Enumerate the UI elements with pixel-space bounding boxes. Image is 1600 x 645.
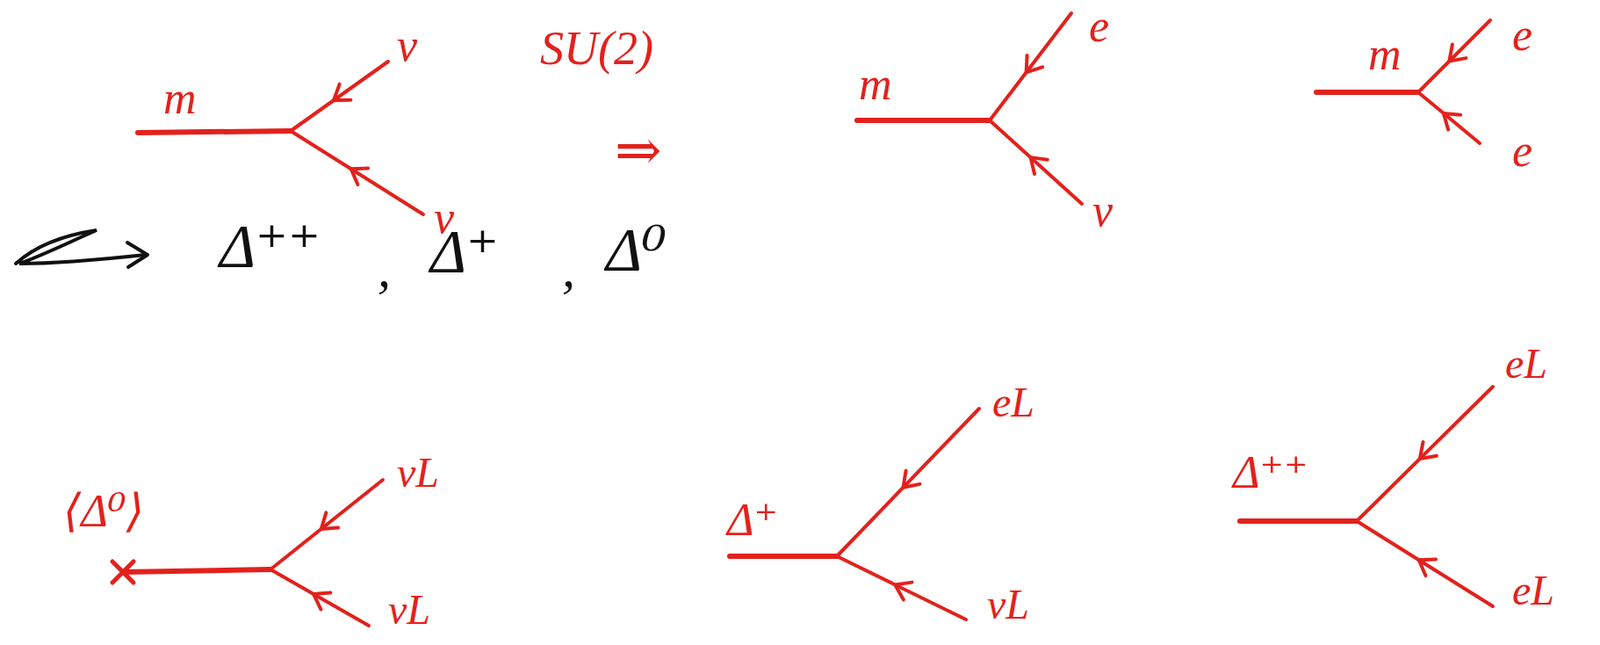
math-label: m: [163, 75, 197, 122]
math-label: e: [1512, 128, 1533, 174]
fermion-line: [989, 13, 1072, 121]
fermion-line: [836, 555, 966, 620]
math-label: eL: [992, 381, 1035, 424]
math-label: m: [1368, 31, 1402, 78]
math-label: Δ⁺: [727, 497, 779, 543]
fermion-line: [1418, 92, 1480, 144]
fermion-arrowhead: [894, 582, 912, 600]
implies-arrowhead: [127, 242, 148, 267]
math-label: e: [1088, 3, 1110, 50]
fermion-arrowhead: [333, 84, 351, 101]
fermion-arrowhead: [351, 167, 368, 185]
scalar-line: [857, 117, 990, 123]
vev-cross: [112, 561, 134, 583]
fermion-arrowhead: [1419, 558, 1436, 576]
math-label: ν: [1092, 187, 1113, 234]
scalar-line: [1239, 518, 1357, 524]
math-label: ,: [377, 242, 391, 296]
fermion-arrowhead: [1443, 113, 1461, 130]
math-label: νL: [987, 583, 1030, 626]
math-label: ,: [562, 242, 576, 296]
math-label: SU(2): [540, 24, 654, 73]
math-label: Δ⁺: [430, 221, 499, 283]
fermion-line: [270, 569, 369, 626]
fermion-arrowhead: [902, 470, 920, 488]
scalar-line: [137, 130, 291, 133]
fermion-line: [989, 120, 1082, 204]
implies-arrow: [15, 230, 145, 264]
math-label: Δ⁺⁺: [219, 216, 321, 278]
math-label: ν: [396, 22, 418, 69]
fermion-line: [1418, 20, 1491, 93]
fermion-arrowhead: [1030, 157, 1048, 174]
math-label: m: [858, 61, 893, 108]
math-label: eL: [1505, 342, 1548, 385]
scalar-line: [122, 569, 271, 572]
math-label: Δ⁺⁺: [1232, 449, 1308, 496]
math-label: eL: [1512, 569, 1555, 612]
math-label: νL: [396, 451, 440, 494]
fermion-arrowhead: [321, 511, 339, 529]
fermion-arrowhead: [1026, 55, 1043, 73]
fermion-line: [270, 479, 383, 570]
math-label: e: [1512, 12, 1533, 58]
math-label: νL: [388, 588, 431, 631]
fermion-arrowhead: [1419, 441, 1437, 459]
math-label: ⟨Δ⁰⟩: [63, 488, 145, 534]
fermion-line: [290, 61, 389, 131]
math-label: ⇒: [614, 122, 663, 180]
scalar-line: [1316, 89, 1419, 95]
fermion-line: [290, 130, 424, 215]
fermion-line: [1356, 386, 1493, 521]
math-label: Δ⁰: [605, 219, 667, 282]
scalar-line: [729, 553, 837, 559]
fermion-arrowhead: [1448, 44, 1466, 62]
fermion-line: [836, 408, 980, 556]
fermion-line: [1356, 520, 1493, 606]
fermion-arrowhead: [313, 591, 331, 609]
